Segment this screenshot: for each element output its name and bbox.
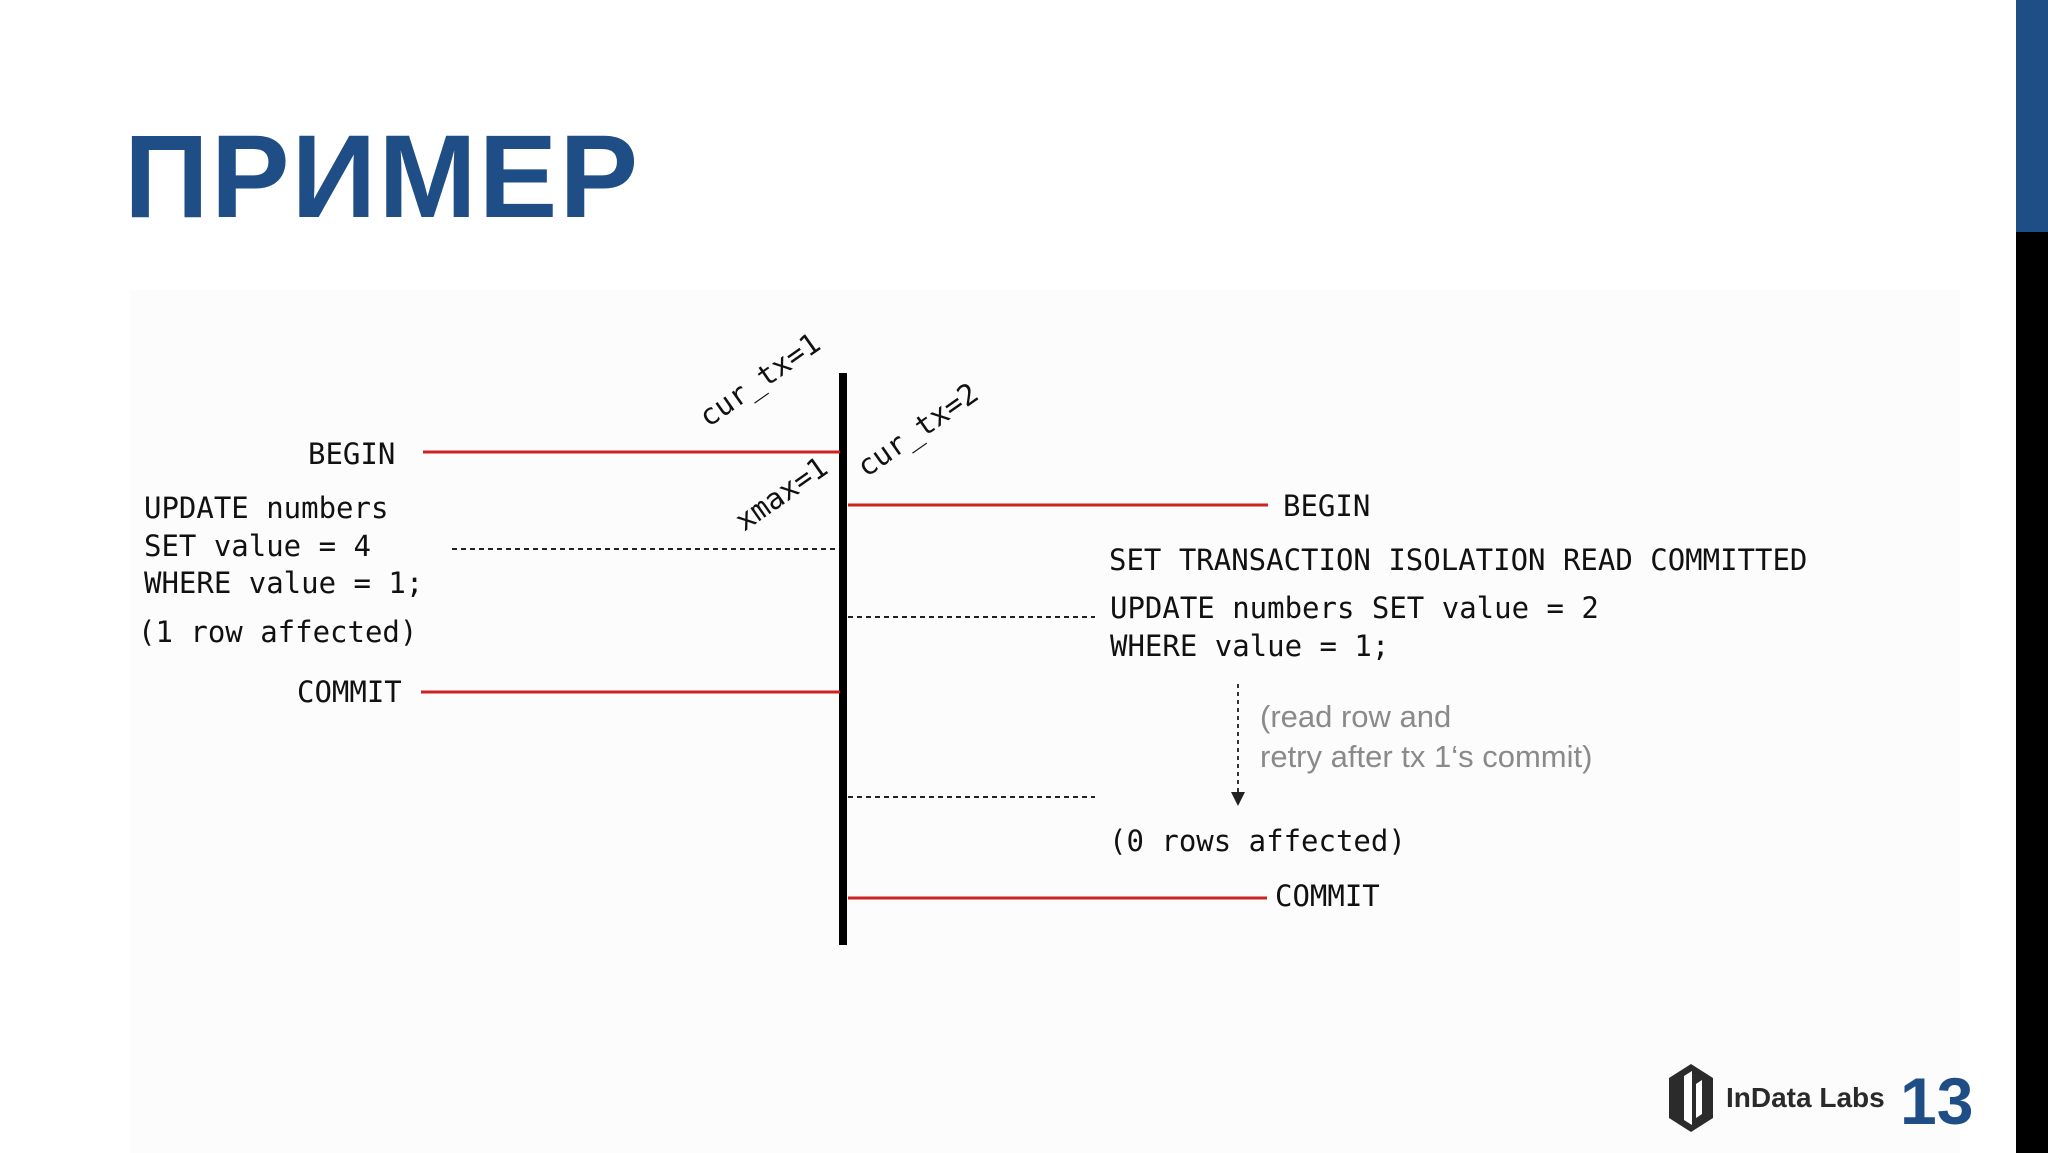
- retry-note-line1: (read row and: [1260, 699, 1451, 734]
- left-commit-label: COMMIT: [297, 675, 402, 709]
- right-update-line1: UPDATE numbers SET value = 2: [1110, 591, 1599, 625]
- indata-logo-icon: [1669, 1064, 1713, 1132]
- accent-bar-blue: [2016, 0, 2048, 232]
- slide-title: ПРИМЕР: [124, 111, 641, 243]
- brand-logo: InData Labs: [1666, 1062, 1885, 1134]
- brand-name: InData Labs: [1726, 1082, 1885, 1113]
- accent-bar-black: [2016, 232, 2048, 1153]
- left-update-line1: UPDATE numbers: [144, 491, 388, 525]
- slide-number: 13: [1900, 1064, 1974, 1138]
- tx2-label: cur_tx=2: [851, 376, 986, 485]
- xmax-label: xmax=1: [729, 450, 834, 538]
- diagram-panel: [130, 290, 1960, 1153]
- right-begin-label: BEGIN: [1283, 489, 1370, 523]
- tx1-label: cur_tx=1: [693, 326, 828, 435]
- left-update-line3: WHERE value = 1;: [144, 566, 423, 600]
- right-isolation-label: SET TRANSACTION ISOLATION READ COMMITTED: [1109, 543, 1807, 577]
- left-update-line2: SET value = 4: [144, 529, 371, 563]
- right-commit-label: COMMIT: [1275, 879, 1380, 913]
- retry-note-line2: retry after tx 1‘s commit): [1260, 739, 1592, 774]
- left-affected-label: (1 row affected): [138, 615, 417, 649]
- wait-arrow-head: [1231, 792, 1245, 806]
- right-update-line2: WHERE value = 1;: [1110, 629, 1389, 663]
- left-begin-label: BEGIN: [308, 437, 395, 471]
- right-affected-label: (0 rows affected): [1109, 824, 1406, 858]
